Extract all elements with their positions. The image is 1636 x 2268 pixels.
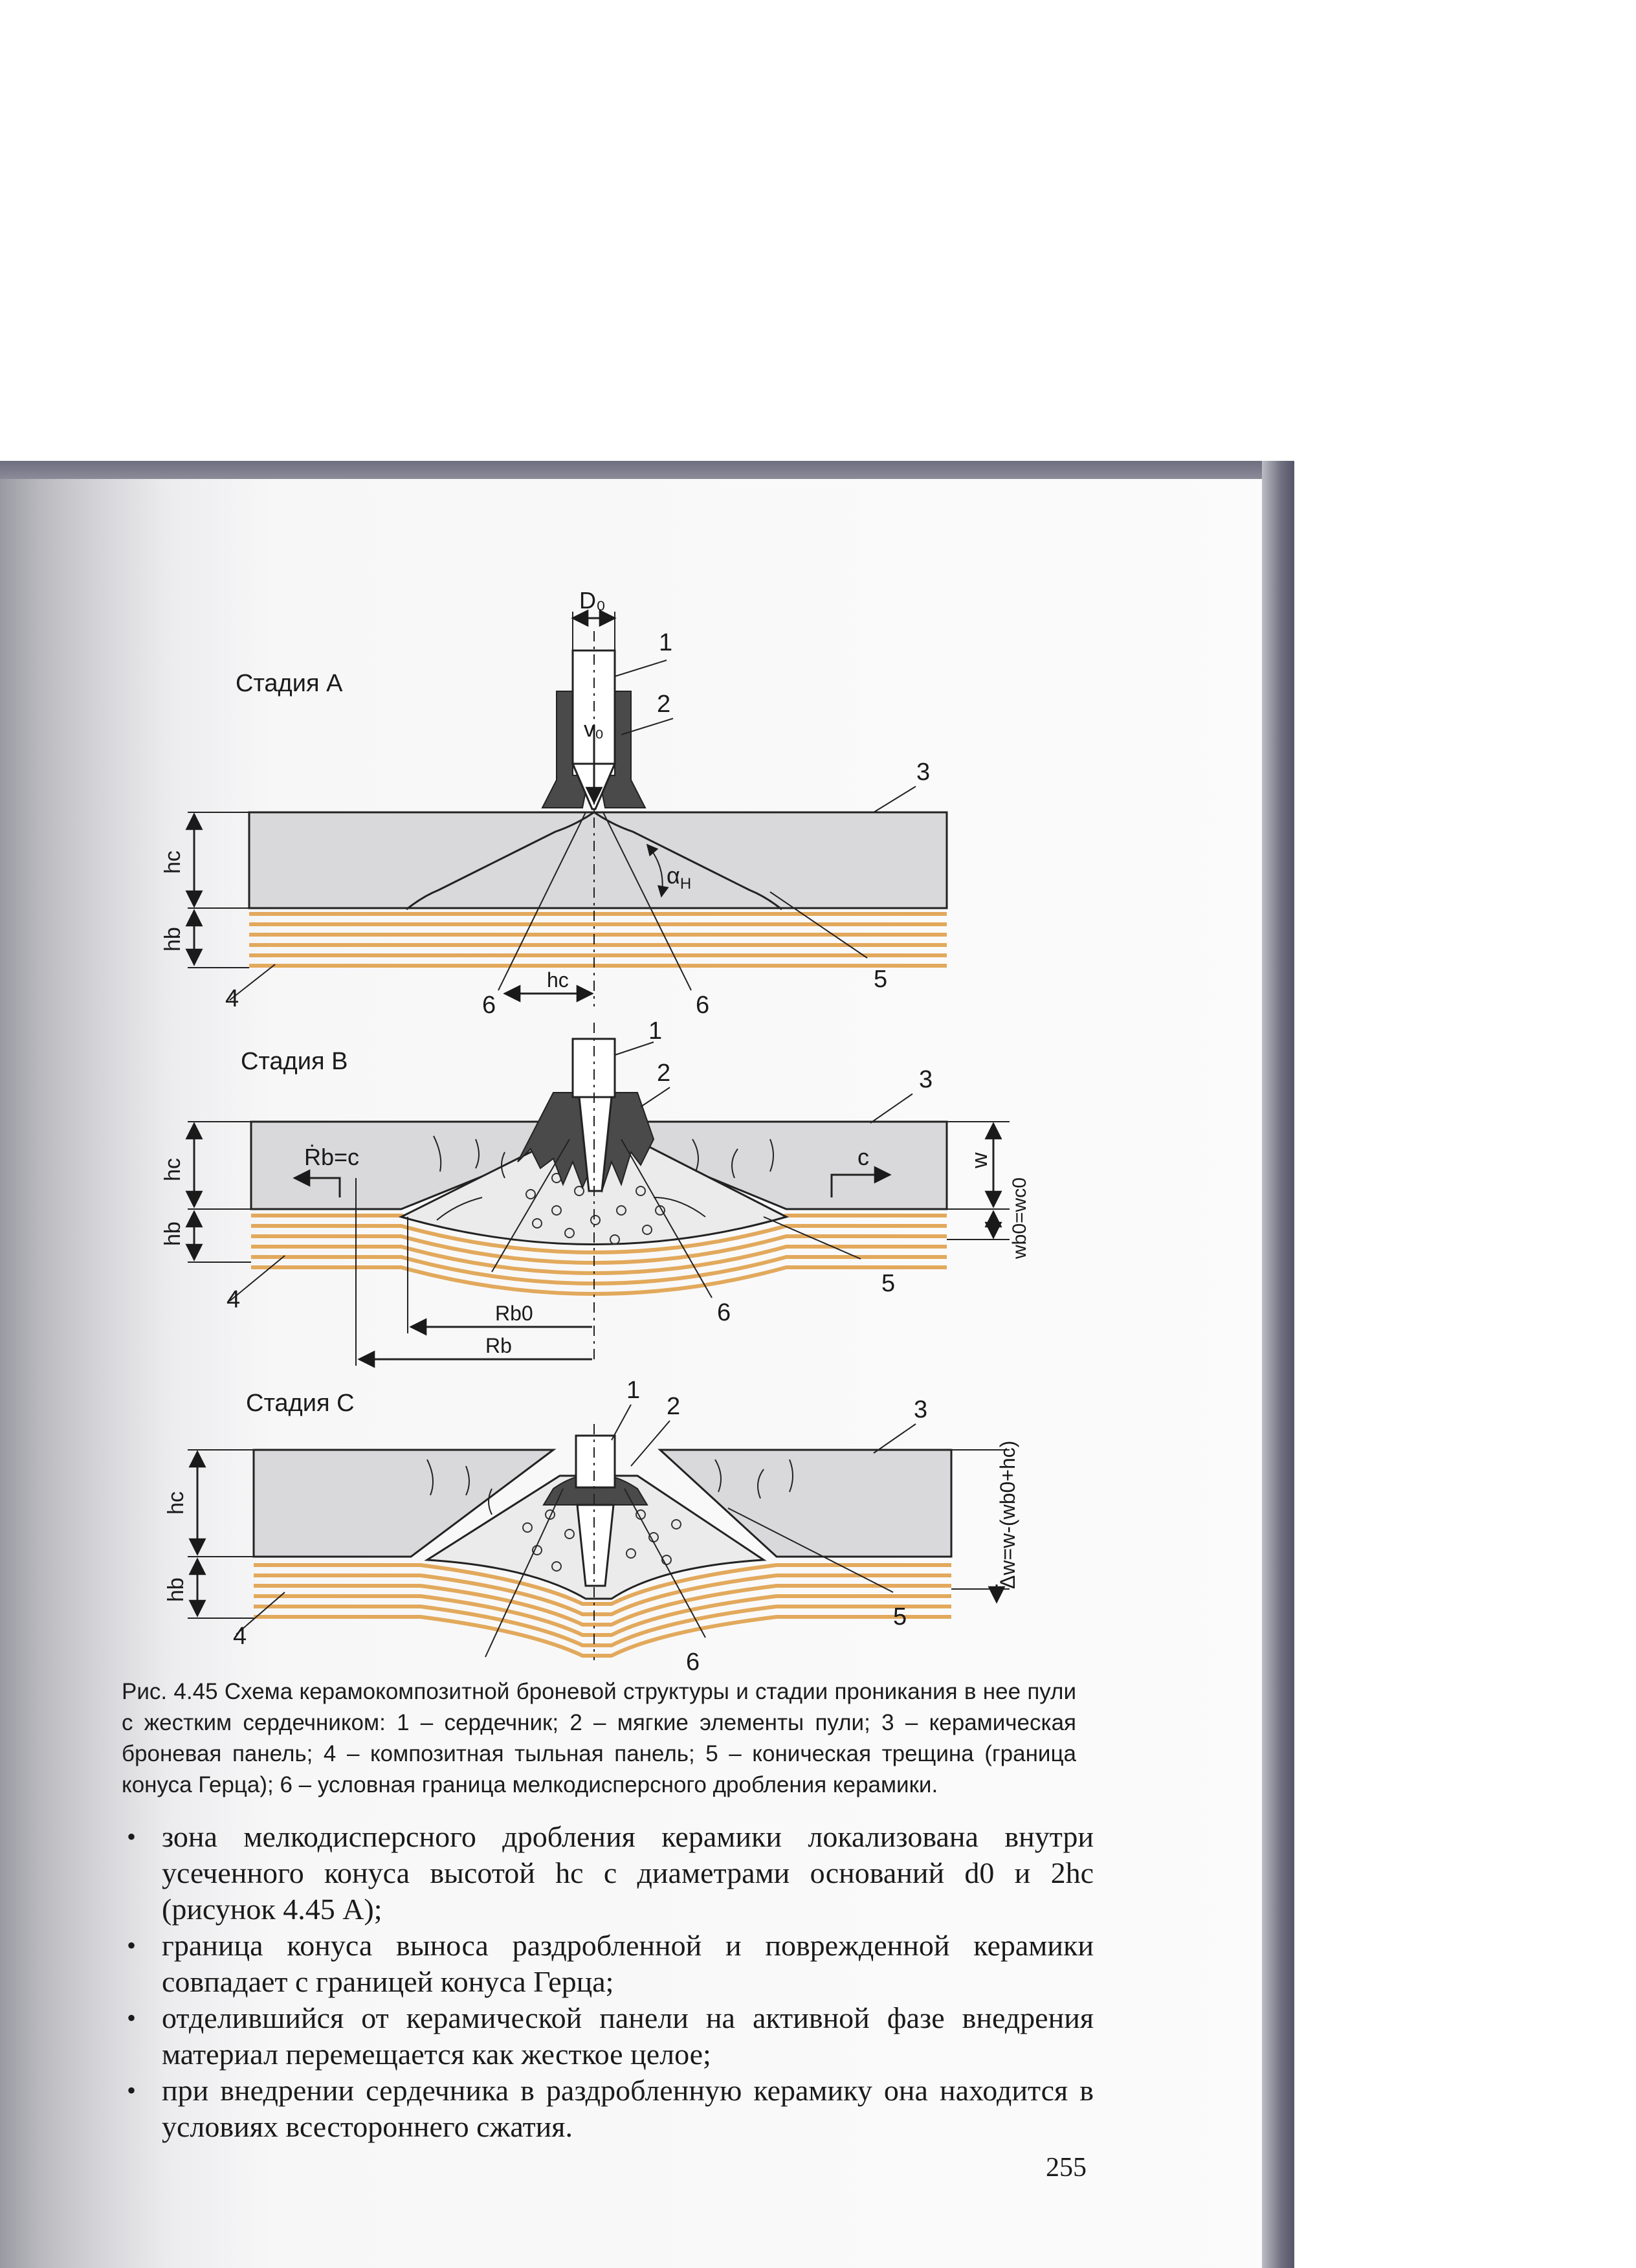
page-number: 255 (1046, 2153, 1087, 2183)
stage-a-ceramic-panel (248, 811, 948, 909)
stage-c-crushed-zone (522, 1509, 681, 1572)
stage-a-hc-label: hc (160, 850, 185, 874)
stage-c-composite-panel (254, 1563, 951, 1658)
stage-b-hb-label: hb (160, 1221, 185, 1246)
stage-a-hc-bottom: hc (547, 968, 569, 992)
stage-a-title: Стадия А (236, 670, 343, 697)
stage-a-label-5: 5 (874, 966, 887, 993)
stage-c: Стадия С (164, 1377, 1019, 1676)
bullet-item: граница конуса выноса раздробленной и по… (123, 1928, 1094, 2000)
page-top-edge (0, 461, 1281, 479)
stage-a-label-2: 2 (657, 691, 670, 718)
stage-b-c-label: c (857, 1144, 869, 1170)
stage-c-label-5: 5 (893, 1603, 907, 1630)
stage-c-label-4: 4 (233, 1623, 247, 1650)
stage-c-label-2: 2 (667, 1393, 680, 1420)
stage-c-ceramic-panel (252, 1449, 557, 1558)
bullet-item: при внедрении сердечника в раздробленную… (123, 2073, 1094, 2145)
stage-b: Стадия В (160, 1017, 1030, 1368)
stage-c-label-3: 3 (914, 1396, 927, 1423)
stage-b-label-3: 3 (919, 1066, 933, 1093)
stage-c-title: Стадия С (246, 1390, 355, 1417)
stage-c-hc-label: hc (164, 1491, 188, 1515)
stage-a-composite-panel (249, 912, 947, 968)
stage-c-bullet-core (575, 1434, 616, 1489)
stage-b-label-2: 2 (657, 1060, 670, 1087)
stage-b-label-5: 5 (881, 1270, 895, 1297)
stage-b-w-label: w (967, 1152, 992, 1169)
stage-a-velocity: v₀ (584, 717, 604, 742)
stage-b-hc-label: hc (160, 1158, 185, 1181)
stage-b-title: Стадия В (241, 1048, 348, 1075)
stage-b-label-1: 1 (648, 1017, 662, 1045)
stage-a-label-3: 3 (916, 759, 930, 786)
bullet-list: зона мелкодисперсного дробления керамики… (123, 1819, 1094, 2145)
bullet-item: отделившийся от керамической панели на а… (123, 2000, 1094, 2073)
stage-b-rb-label: Rb (485, 1334, 512, 1357)
stage-a-label-1: 1 (659, 629, 672, 656)
stage-b-wb0-label: wb0=wc0 (1009, 1177, 1030, 1260)
figure-caption: Рис. 4.45 Схема керамокомпозитной бронев… (122, 1679, 1076, 1797)
stage-a-label-4: 4 (225, 985, 239, 1012)
stage-a-alpha: αH (667, 862, 691, 893)
stage-c-label-1: 1 (626, 1377, 640, 1404)
page-right-edge (1262, 461, 1294, 2268)
stage-a-label-6b: 6 (696, 992, 709, 1019)
stage-a-hb-label: hb (160, 927, 185, 951)
stage-a: Стадия А v₀ D₀ (160, 587, 948, 1019)
stage-c-hb-label: hb (164, 1577, 188, 1602)
bullet-item: зона мелкодисперсного дробления керамики… (123, 1819, 1094, 1928)
stage-b-label-4: 4 (227, 1286, 240, 1313)
stage-a-hertz-crack (406, 811, 595, 911)
stage-a-fragmentation-boundary (498, 812, 586, 991)
stage-a-d0-label: D₀ (579, 587, 606, 614)
stage-c-label-6: 6 (686, 1649, 700, 1676)
stage-a-label-6a: 6 (482, 992, 496, 1019)
stage-b-rbc-label: Ṙb=c (304, 1144, 359, 1170)
stage-c-dw-label: Δw=w-(wb0+hc) (996, 1441, 1019, 1589)
stage-b-rb0-label: Rb0 (495, 1302, 533, 1325)
stage-b-label-6: 6 (717, 1299, 731, 1326)
